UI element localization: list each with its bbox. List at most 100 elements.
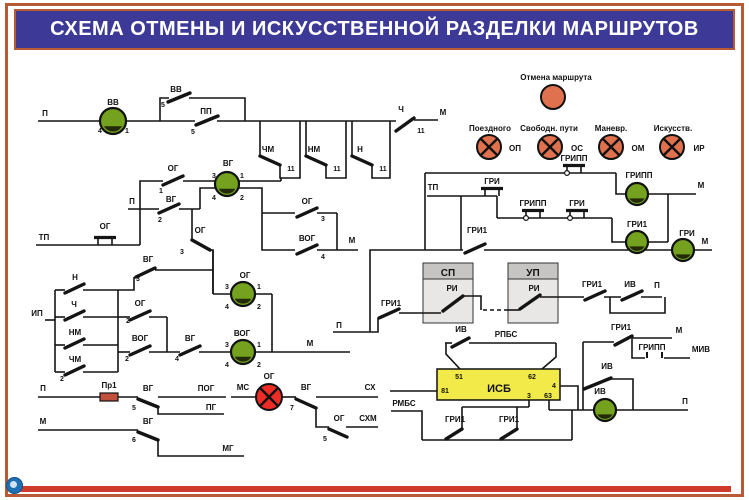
label: Ч [71,300,77,309]
relay-indicator-shade [218,188,236,194]
relay-indicator-shade [629,198,645,203]
wire [615,173,627,195]
relay-contact [499,427,519,441]
label: М [307,339,314,348]
label: ВГ [143,255,154,264]
label: П [42,109,48,118]
relay-contact [463,242,487,255]
relay-contact [394,116,416,133]
wire [199,187,216,209]
label: 2 [240,195,244,202]
label: ПП [200,107,212,116]
label: ОС [571,144,583,153]
label: ИВ [455,325,467,334]
publisher-logo-dot [10,481,17,488]
label: 4 [225,304,229,311]
label: 5 [323,436,327,443]
wire [159,97,169,121]
label: ВГ [143,384,154,393]
label: 5 [132,405,136,412]
label: П [654,281,660,290]
relay-indicator-shade [234,356,252,362]
relay-contact [583,289,607,302]
block-box [436,368,561,401]
label: ГРИ1 [467,226,488,235]
label: П [129,197,135,206]
relay-contact [518,293,542,311]
relay-contact [295,243,319,256]
label: 1 [257,342,261,349]
label: ОГ [334,414,345,423]
wire [541,343,557,370]
label: РМБС [392,399,416,408]
relay-indicator-shade [234,298,252,304]
relay-contact [157,202,181,215]
wire [611,378,634,410]
label: ВВ [170,85,182,94]
relay-contact [327,427,349,439]
label: М [349,236,356,245]
publisher-logo [6,477,23,494]
label: ГРИПП [560,154,587,163]
label: 2 [60,376,64,383]
label: 11 [287,166,295,173]
wire [391,410,423,440]
label: ИВ [594,387,606,396]
label: 63 [544,393,552,400]
label: МС [237,383,250,392]
label: 2 [125,356,129,363]
label: 5 [191,129,195,136]
label: 3 [180,249,184,256]
label: ОГ [135,299,146,308]
label: 2 [257,362,261,369]
relay-contact [178,344,202,357]
wire [139,180,163,245]
label: ГРИ [679,229,695,238]
label: ГРИ [484,177,500,186]
relay-contact [377,307,401,320]
label: М [440,108,447,117]
label: 5 [161,102,165,109]
relay-contact [166,91,192,104]
label: ГРИ1 [381,299,402,308]
relay-contact [613,334,634,347]
label: Отмена маршрута [520,73,592,82]
label: 4 [212,195,216,202]
label: 11 [333,166,341,173]
lamp-cross [662,137,682,157]
label: РПБС [495,330,518,339]
relay-contact [294,397,318,410]
label: ЧМ [262,145,275,154]
label: 2 [158,217,162,224]
relay-contact [258,154,282,167]
label: Поездного [469,124,511,133]
relay-box-header [422,262,474,280]
label: ВГ [301,383,312,392]
label: ПОГ [198,384,215,393]
label: ОГ [195,226,206,235]
label: ИВ [601,362,613,371]
label: 3 [212,173,216,180]
relay-contact [450,336,471,349]
label: ВВ [107,98,119,107]
relay-contact [295,206,319,219]
label: ОГ [168,164,179,173]
label: 2 [257,304,261,311]
label: ГРИ1 [582,280,603,289]
label: 81 [441,388,449,395]
relay-contact [128,344,152,357]
lamp-cross [479,137,499,157]
label: 6 [132,437,136,444]
wire [238,187,263,213]
relay-contact [444,427,464,441]
coil-dot [566,215,573,222]
wire [371,121,391,179]
wire [333,318,379,333]
label: ГРИПП [625,171,652,180]
label: ГРИ [569,199,585,208]
label: ИСБ [487,383,511,395]
lamp [540,84,566,110]
coil-dot [563,170,570,177]
relay-contact [161,174,185,187]
